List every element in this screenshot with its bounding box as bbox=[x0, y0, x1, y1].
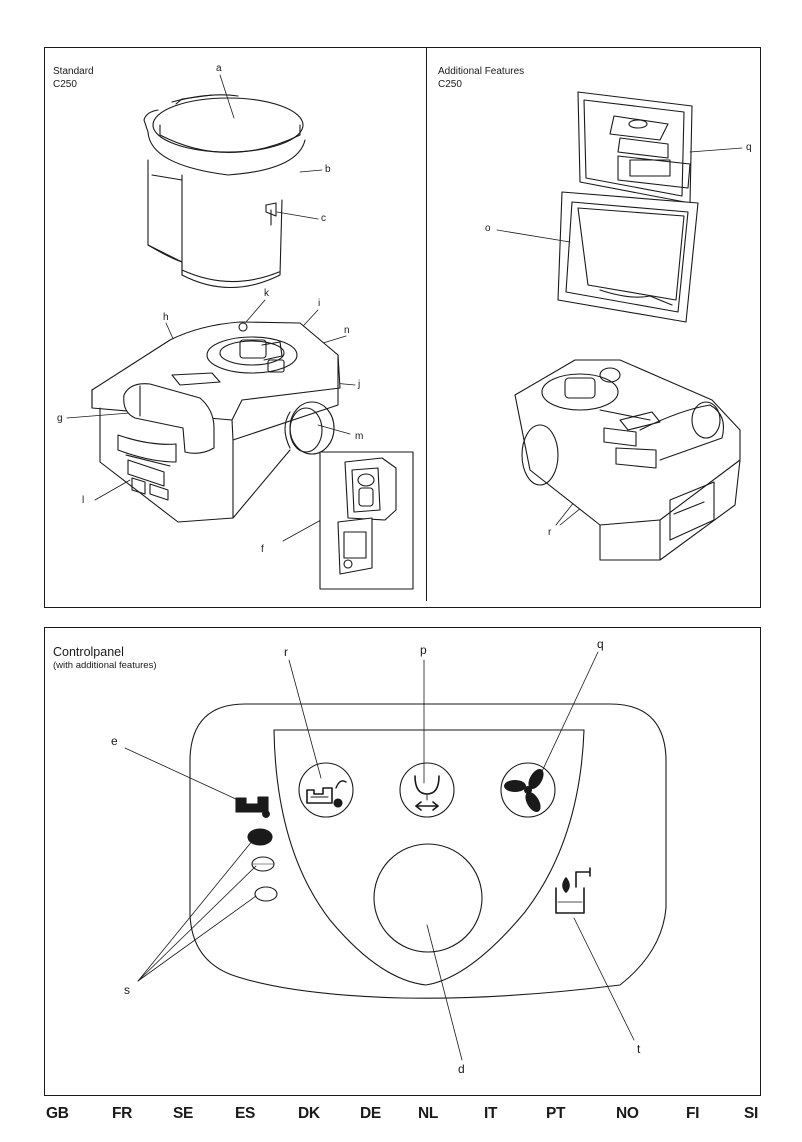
callout-h: h bbox=[163, 313, 169, 323]
lang-dk[interactable]: DK bbox=[298, 1105, 320, 1123]
lang-it[interactable]: IT bbox=[484, 1105, 497, 1123]
callout-m: m bbox=[355, 432, 363, 442]
callout-cp-t: t bbox=[637, 1044, 640, 1054]
lang-fi[interactable]: FI bbox=[686, 1105, 699, 1123]
lang-no[interactable]: NO bbox=[616, 1105, 639, 1123]
callout-cp-d: d bbox=[458, 1064, 465, 1074]
callout-q: q bbox=[746, 143, 752, 153]
callout-l: l bbox=[82, 496, 84, 506]
callout-f: f bbox=[261, 545, 264, 555]
callout-k: k bbox=[264, 289, 269, 299]
callout-r: r bbox=[548, 528, 551, 538]
open-cover-illustration bbox=[558, 92, 698, 322]
callout-o: o bbox=[485, 224, 491, 234]
lang-pt[interactable]: PT bbox=[546, 1105, 565, 1123]
callout-b: b bbox=[325, 165, 331, 175]
callout-cp-r: r bbox=[284, 647, 288, 657]
callout-j: j bbox=[358, 380, 360, 390]
lang-es[interactable]: ES bbox=[235, 1105, 255, 1123]
callout-cp-s: s bbox=[124, 985, 130, 995]
callout-a: a bbox=[216, 64, 222, 74]
callout-cp-e: e bbox=[111, 736, 118, 746]
controlpanel-illustration bbox=[190, 704, 666, 998]
callout-c: c bbox=[321, 214, 326, 224]
lang-gb[interactable]: GB bbox=[46, 1105, 69, 1123]
cassette-tank-illustration bbox=[92, 322, 340, 522]
callout-g: g bbox=[57, 414, 63, 424]
callout-i: i bbox=[318, 299, 320, 309]
lang-nl[interactable]: NL bbox=[418, 1105, 438, 1123]
language-bar: GB FR SE ES DK DE NL IT PT NO FI SI bbox=[44, 1105, 761, 1127]
lang-de[interactable]: DE bbox=[360, 1105, 381, 1123]
lang-si[interactable]: SI bbox=[744, 1105, 758, 1123]
lang-se[interactable]: SE bbox=[173, 1105, 193, 1123]
callout-cp-p: p bbox=[420, 645, 427, 655]
callout-n: n bbox=[344, 326, 350, 336]
toilet-illustration bbox=[144, 95, 305, 288]
lang-fr[interactable]: FR bbox=[112, 1105, 132, 1123]
callout-cp-q: q bbox=[597, 639, 604, 649]
